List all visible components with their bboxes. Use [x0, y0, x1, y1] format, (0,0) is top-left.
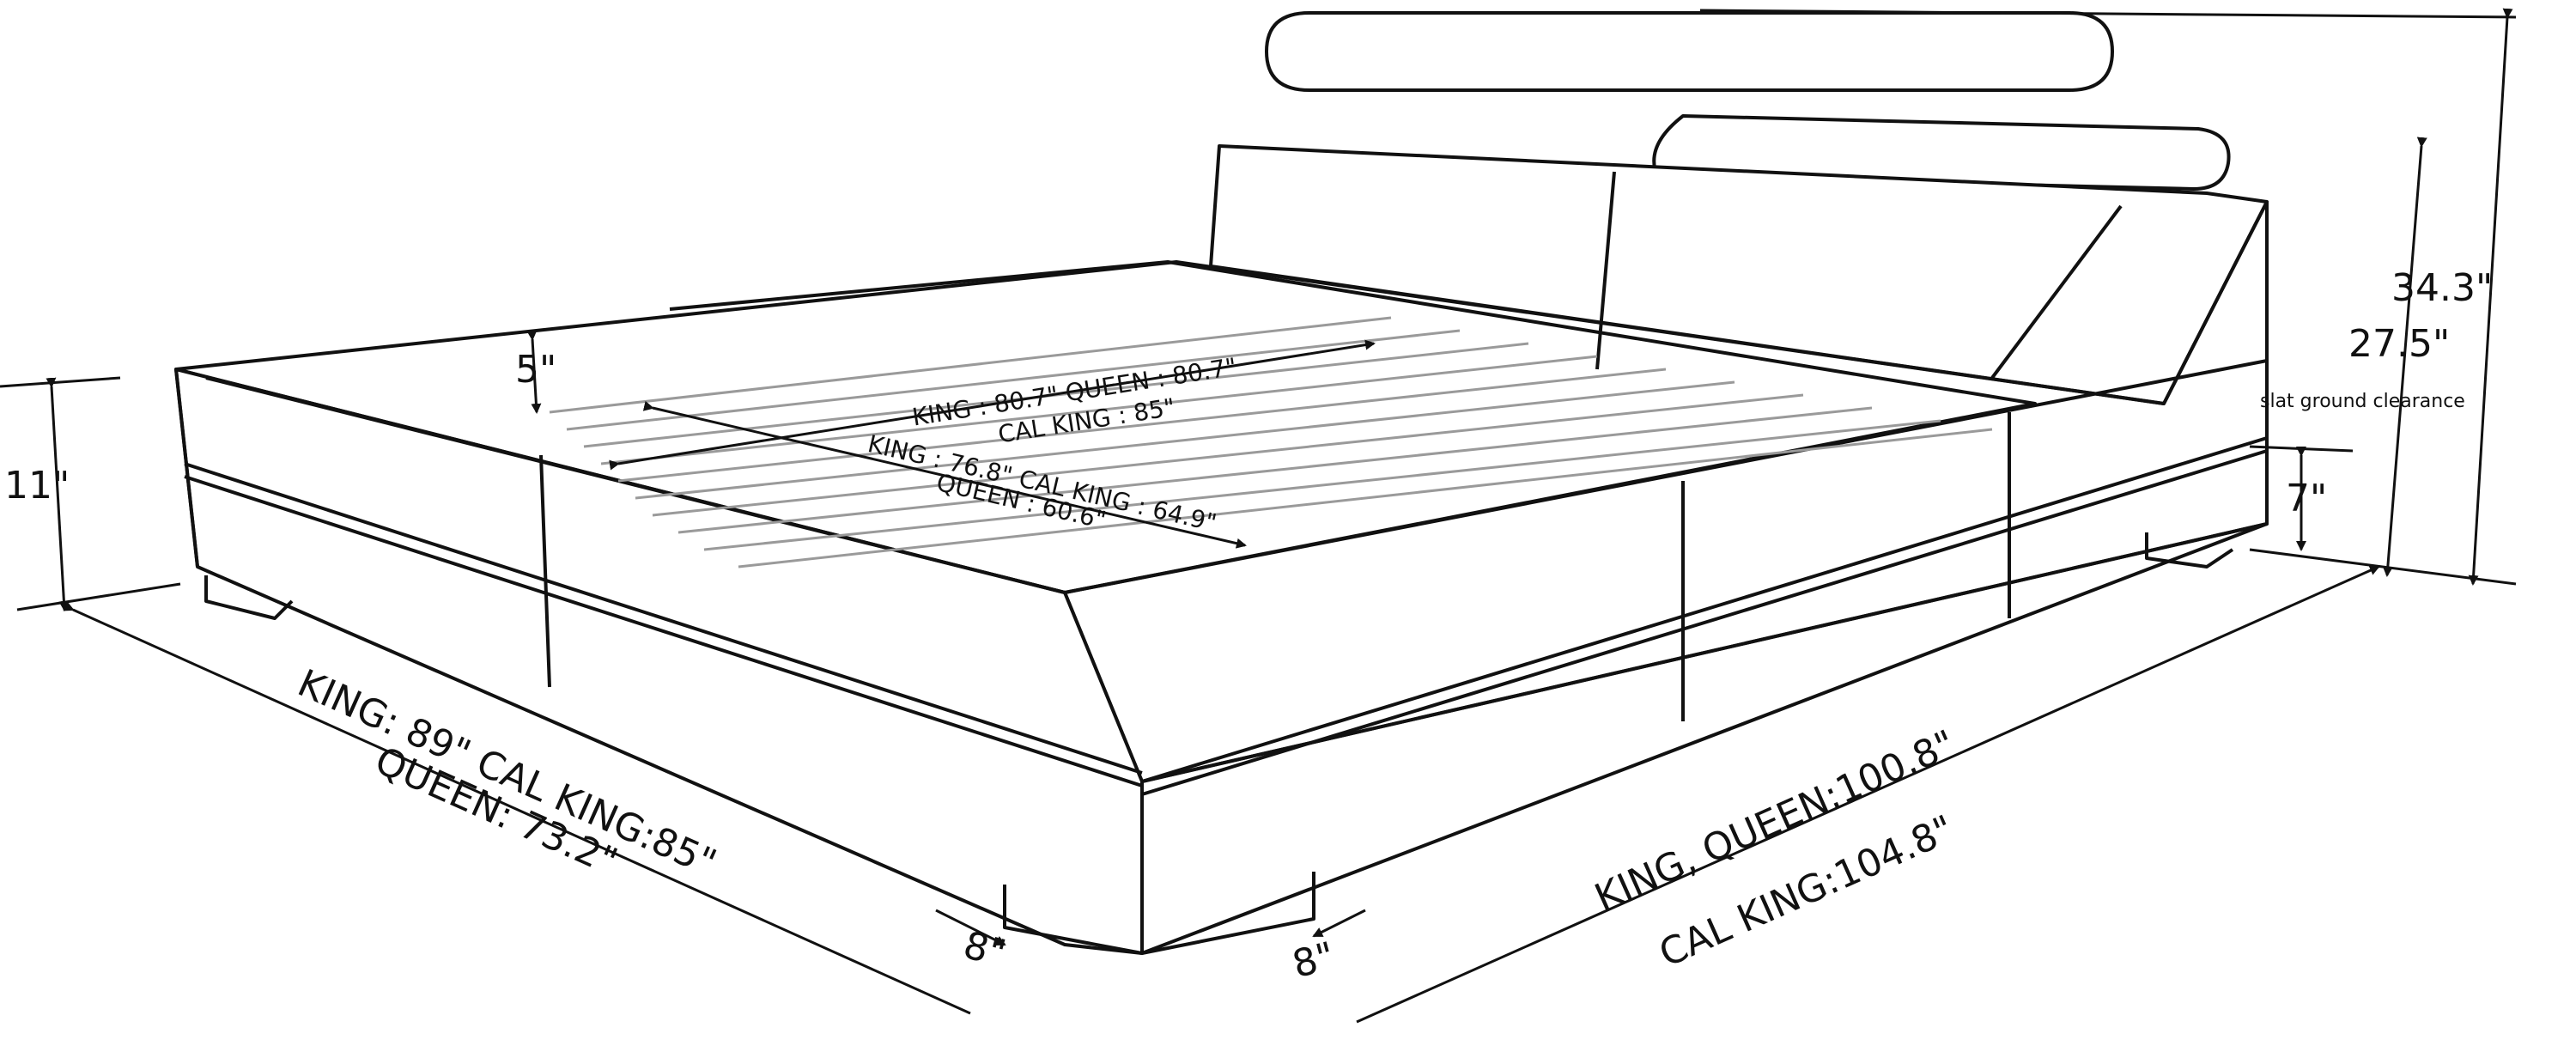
rail-depth-label: 5" [515, 348, 557, 392]
slat-clearance-label: slat ground clearance [2260, 391, 2465, 412]
headboard-height-label: 27.5" [2348, 322, 2451, 366]
overall-height-label: 34.3" [2391, 266, 2494, 310]
slat-clearance-value: 7" [2286, 477, 2328, 520]
side-rail-height-label: 11" [4, 464, 70, 508]
